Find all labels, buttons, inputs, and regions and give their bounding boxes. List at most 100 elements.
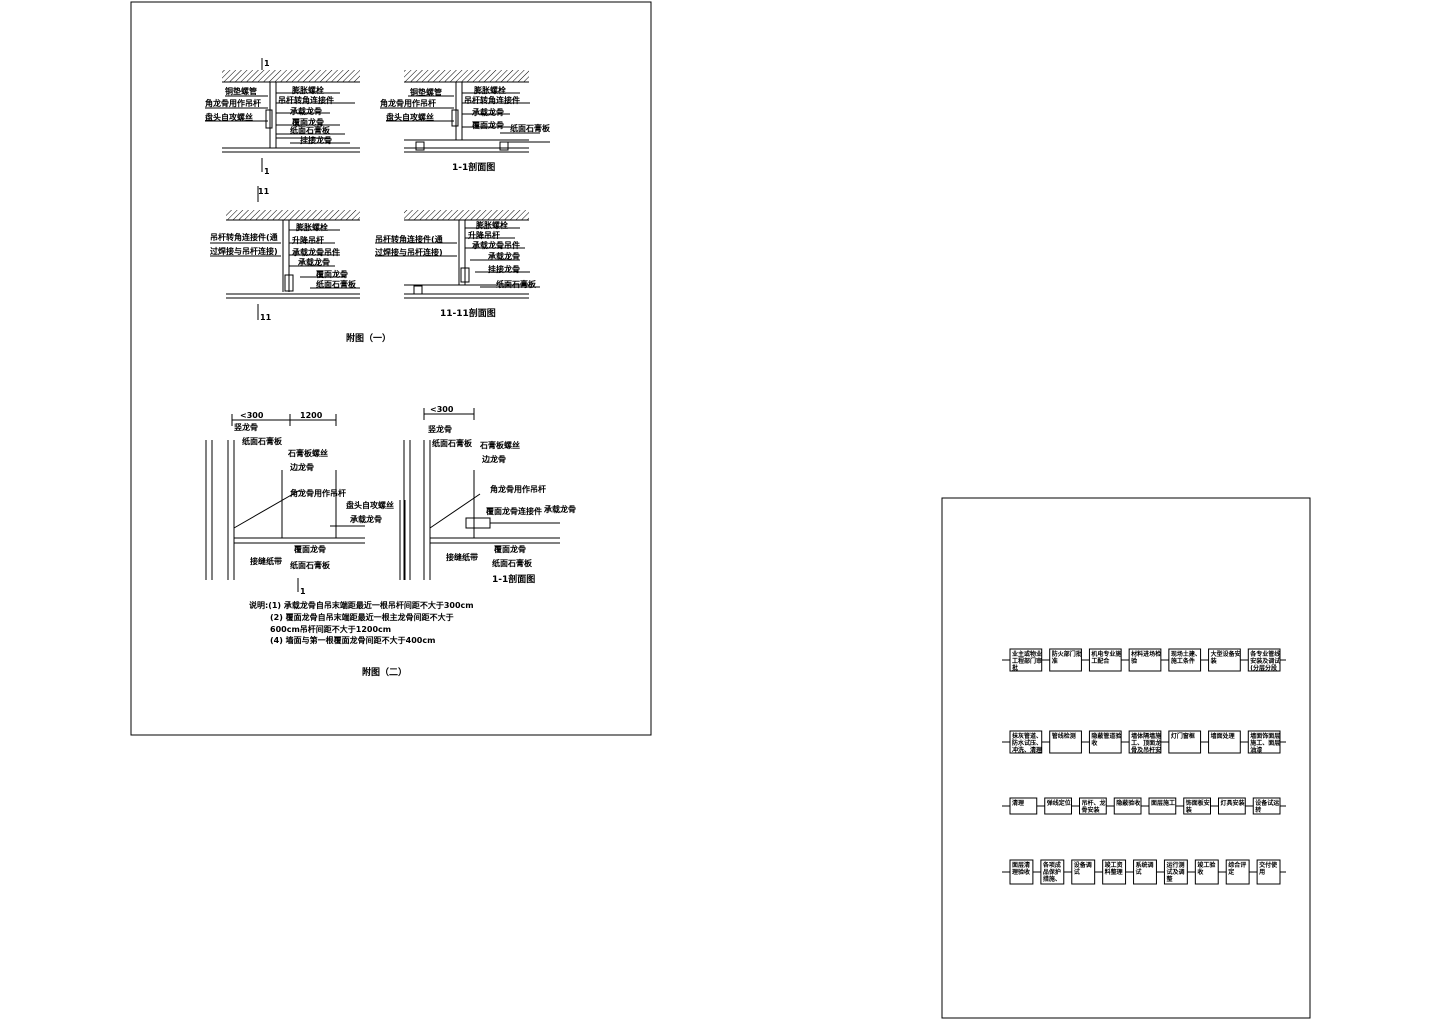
flow-box-label: 抹灰管道、防水试压、冲洗、清理 (1012, 732, 1042, 754)
flow-box-label: 大型设备安装 (1210, 650, 1241, 665)
flow-box (1049, 648, 1082, 672)
label: 承载龙骨吊件 (472, 240, 520, 250)
flow-box-label: 面层施工 (1151, 799, 1175, 807)
flow-box-label: 系统调试 (1136, 861, 1154, 876)
fig2-notes: 说明:(1) 承载龙骨自吊末端距最近一根吊杆间距不大于300cm (2) 覆面龙… (249, 600, 474, 645)
label: 接缝纸带 (250, 556, 282, 566)
fig2-caption: 附图（二） (362, 666, 407, 678)
fig2-view-b: <300 竖龙骨 纸面石膏板 石膏板螺丝 边龙骨 角龙骨用作吊杆 覆面龙骨连接件… (403, 405, 576, 585)
label: 边龙骨 (289, 462, 314, 472)
label: 石膏板螺丝 (479, 440, 520, 450)
note-line: 说明:(1) 承载龙骨自吊末端距最近一根吊杆间距不大于300cm (249, 600, 474, 610)
flow-box-label: 隐蔽验收 (1116, 799, 1140, 807)
label: 覆面龙骨连接件 (486, 506, 542, 516)
label: 纸面石膏板 (290, 125, 331, 135)
flow-box (1128, 648, 1162, 672)
label: 盘头自攻螺丝 (386, 112, 434, 122)
label: 铜垫螺管 (225, 86, 257, 96)
flow-box-label: 设备调试 (1074, 861, 1092, 876)
label: 升降吊杆 (468, 230, 500, 240)
section-mark-bottom: 1 (264, 167, 270, 176)
flow-box-label: 墙面处理 (1211, 732, 1235, 740)
flow-box-label: 各项成品保护措施、 (1042, 861, 1061, 883)
flow-box-label: 现场土建、施工条件 (1171, 650, 1201, 665)
fig1-caption: 附图（一） (346, 332, 391, 344)
label: 覆面龙骨 (292, 117, 324, 127)
flowchart: 业主或物业工程部门审批防火部门批准机电专业施工配合材料进场检验现场土建、施工条件… (1002, 648, 1286, 885)
label: 铜垫螺管 (410, 87, 442, 97)
left-sheet-frame (130, 1, 652, 736)
label: 角龙骨用作吊杆 (490, 484, 546, 494)
fig1-view-c: 11 11 吊杆转角连接件(通 过焊接与吊杆连接) 膨胀螺栓 升降吊杆 承载龙骨… (210, 186, 360, 322)
fig1-view-a: 1 1 铜垫螺管 角龙骨用作吊杆 盘头自攻螺丝 膨胀螺栓 吊杆转角连接件 承载龙… (205, 58, 360, 176)
flow-box-label: 设备试运转 (1255, 799, 1279, 814)
note-line: (4) 墙面与第一根覆面龙骨间距不大于400cm (270, 635, 435, 645)
label: 纸面石膏板 (496, 279, 537, 289)
fig1-view-b: 铜垫螺管 角龙骨用作吊杆 盘头自攻螺丝 膨胀螺栓 吊杆转角连接件 承载龙骨 覆面… (380, 70, 551, 173)
section-mark: 1 (300, 587, 306, 596)
label: 承载龙骨 (350, 514, 382, 524)
label: 吊杆转角连接件 (278, 95, 334, 105)
flow-box-label: 交付使用 (1258, 861, 1278, 876)
label: 角龙骨用作吊杆 (205, 98, 261, 108)
label: 膨胀螺栓 (475, 220, 508, 230)
dim-left: <300 (240, 411, 264, 420)
label: 角龙骨用作吊杆 (380, 98, 436, 108)
flow-box-label: 材料进场检验 (1130, 650, 1161, 665)
label: 石膏板螺丝 (287, 448, 328, 458)
label: 纸面石膏板 (492, 558, 533, 568)
label: 覆面龙骨 (316, 269, 348, 279)
label: 过焊接与吊杆连接) (210, 246, 278, 256)
label: 盘头自攻螺丝 (205, 112, 253, 122)
label: 承载龙骨 (488, 251, 520, 261)
label: 承载龙骨 (544, 504, 576, 514)
section-mark-bottom: 11 (260, 313, 272, 322)
label: 竖龙骨 (234, 422, 258, 432)
caption: 1-1剖面图 (492, 573, 535, 585)
flow-box-label: 隐蔽管道验收 (1091, 732, 1121, 747)
note-line: 600cm吊杆间距不大于1200cm (270, 624, 391, 634)
label: 吊杆转角连接件(通 (210, 232, 278, 242)
label: 承载龙骨吊件 (292, 247, 340, 257)
label: 覆面龙骨 (494, 544, 526, 554)
caption: 1-1剖面图 (452, 161, 495, 173)
label: 纸面石膏板 (510, 123, 551, 133)
label: 承载龙骨 (298, 257, 330, 267)
flow-box-label: 各专业管线安装及调试(分层分段 (1249, 650, 1280, 672)
flow-box-label: 综合评定 (1227, 861, 1246, 876)
flow-box-label: 墙面饰面层施工、面层油漆 (1250, 732, 1280, 754)
label: 承载龙骨 (472, 107, 504, 117)
label: 膨胀螺栓 (291, 85, 324, 95)
section-mark-top: 11 (258, 187, 270, 196)
slab-hatch (222, 70, 360, 82)
label: 纸面石膏板 (242, 436, 283, 446)
label: 纸面石膏板 (290, 560, 331, 570)
label: 接缝纸带 (446, 552, 478, 562)
label: 膨胀螺栓 (473, 85, 506, 95)
label: 挂接龙骨 (300, 135, 332, 145)
right-sheet-frame (941, 497, 1311, 1019)
dim-left: <300 (430, 405, 454, 414)
label: 角龙骨用作吊杆 (290, 488, 346, 498)
label: 过焊接与吊杆连接) (375, 247, 443, 257)
label: 挂接龙骨 (488, 264, 520, 274)
flow-box-label: 机电专业施工配合 (1091, 650, 1121, 665)
flow-box (1208, 730, 1241, 754)
flow-box (1049, 730, 1082, 754)
label: 吊杆转角连接件 (464, 95, 520, 105)
label: 竖龙骨 (428, 424, 452, 434)
flow-box-label: 业主或物业工程部门审批 (1012, 650, 1042, 672)
note-line: (2) 覆面龙骨自吊末端距最近一根主龙骨间距不大于 (270, 612, 454, 622)
section-mark-top: 1 (264, 59, 270, 68)
flow-box-label: 墙体隔墙施工、顶面龙骨及吊杆安 (1131, 732, 1161, 754)
fig2-view-a: <300 1200 竖龙骨 纸面石膏板 石膏板螺丝 边龙骨 角龙骨用作吊杆 盘头… (205, 411, 406, 596)
flow-box-label: 清理 (1012, 799, 1024, 807)
flow-box-label: 饰面板安装 (1185, 799, 1210, 814)
flow-box-label: 管线检测 (1052, 732, 1076, 740)
flow-box-label: 竣工验收 (1197, 861, 1215, 876)
label: 升降吊杆 (292, 235, 324, 245)
flow-box-label: 灯门窗框 (1171, 732, 1195, 740)
label: 盘头自攻螺丝 (346, 500, 394, 510)
flow-box (1128, 730, 1162, 754)
